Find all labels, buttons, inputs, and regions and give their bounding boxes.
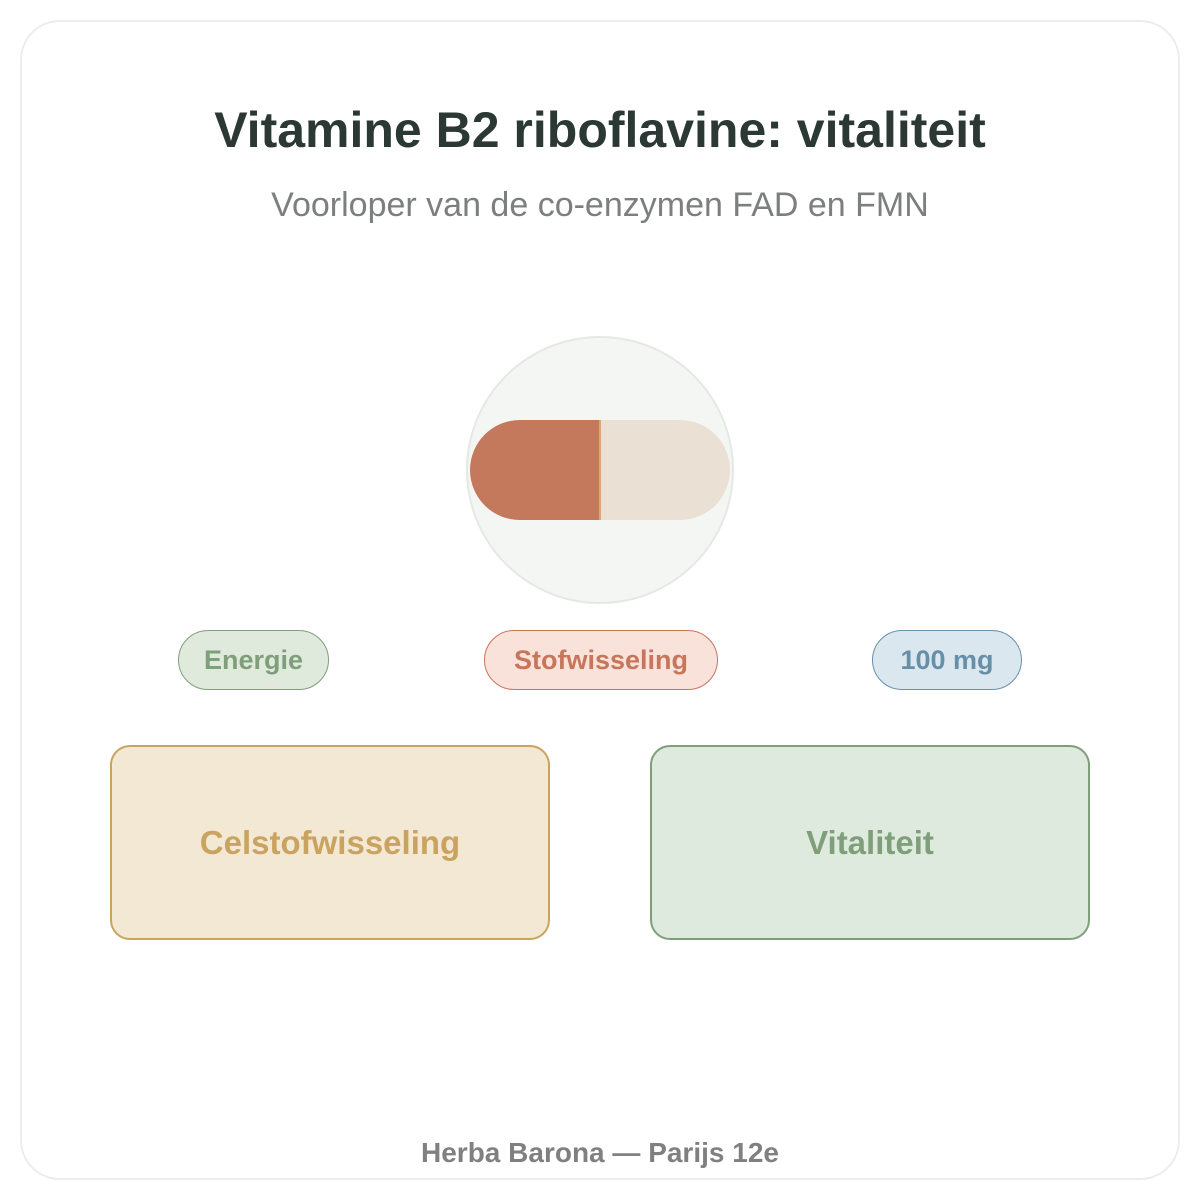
page-subtitle: Voorloper van de co-enzymen FAD en FMN (271, 186, 929, 224)
box-celstofwisseling: Celstofwisseling (110, 745, 550, 940)
tag-dosage: 100 mg (872, 630, 1022, 690)
capsule-illustration (465, 335, 735, 605)
capsule-icon (466, 336, 734, 604)
page-title: Vitamine B2 riboflavine: vitaliteit (214, 102, 986, 158)
capsule-right-half (600, 420, 730, 520)
tag-stofwisseling: Stofwisseling (484, 630, 718, 690)
footer-brand: Herba Barona — Parijs 12e (421, 1137, 779, 1168)
box-vitaliteit: Vitaliteit (650, 745, 1090, 940)
capsule-left-half (470, 420, 600, 520)
tag-energie: Energie (178, 630, 329, 690)
